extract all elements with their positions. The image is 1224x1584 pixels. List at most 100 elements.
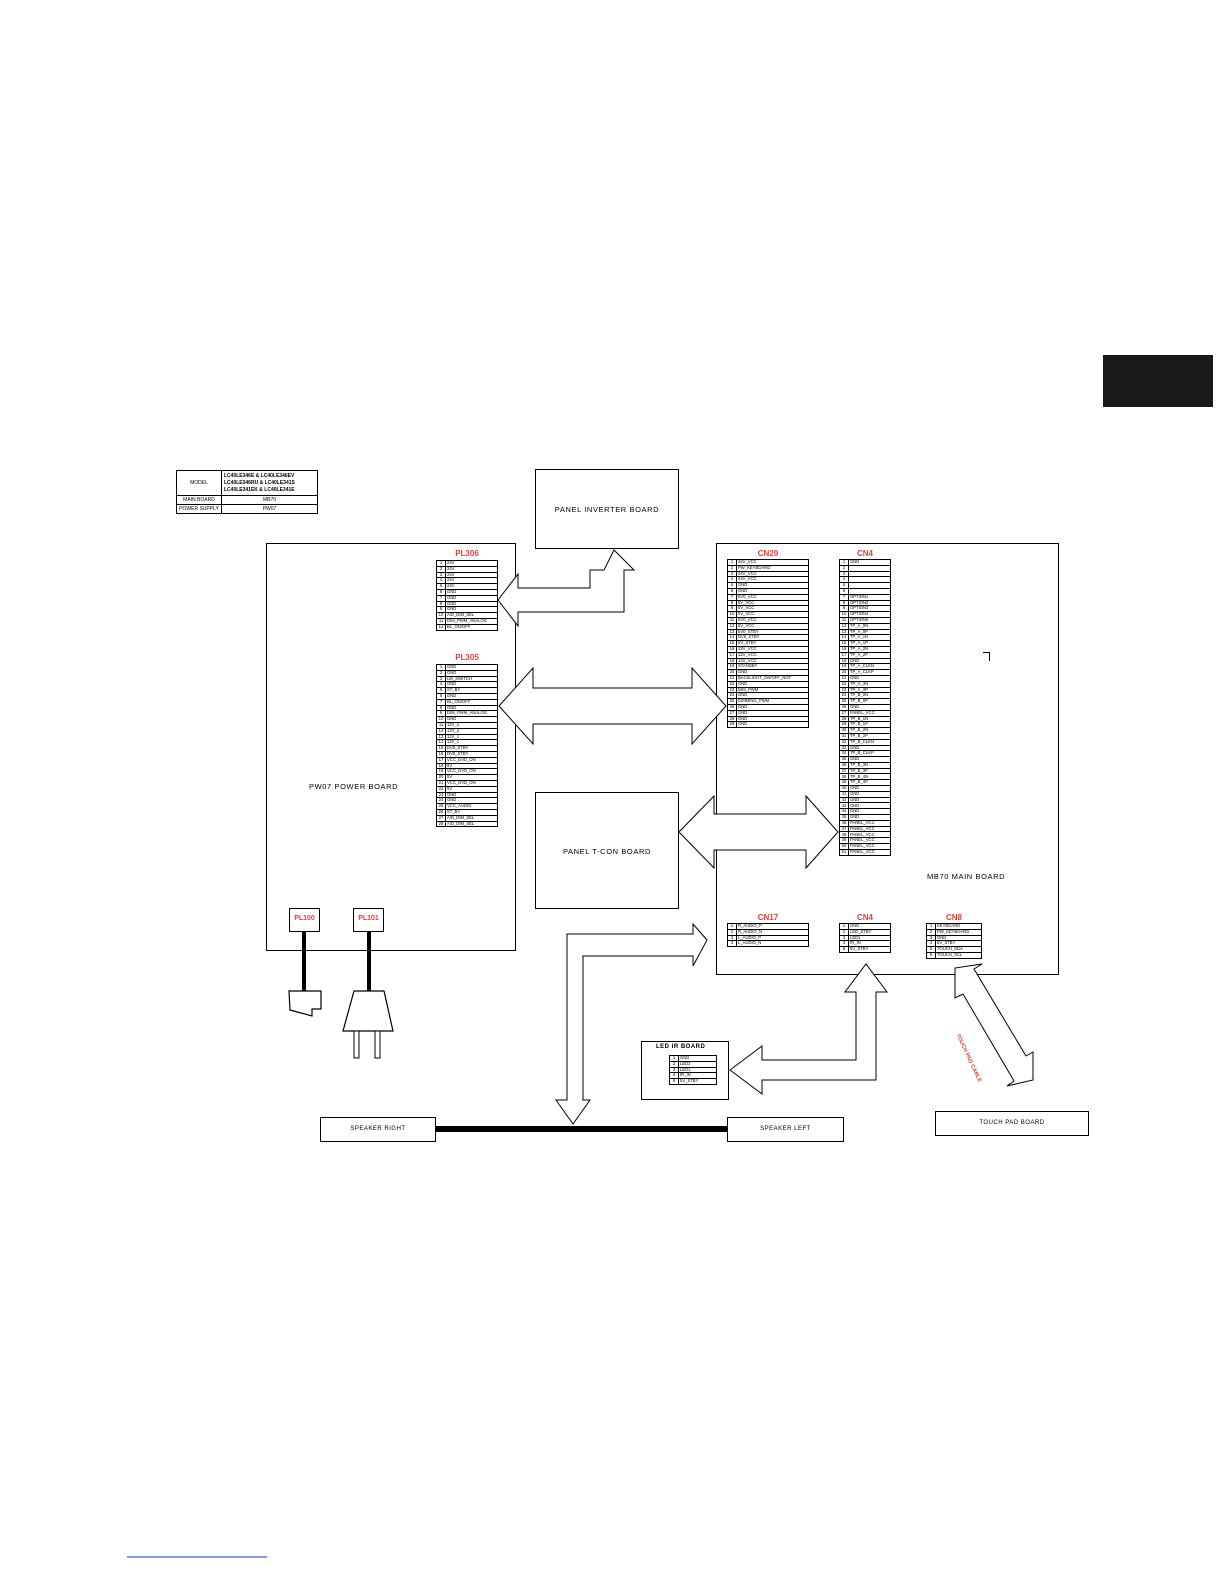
pin-signal: PANEL_VCC xyxy=(848,843,891,850)
pin-row: 5 xyxy=(839,582,891,589)
cn4-bottom-title: CN4 xyxy=(856,913,873,922)
pin-signal: BL_ON/OFF xyxy=(445,623,498,631)
pin-signal: GND xyxy=(736,703,809,711)
pin-signal: GND xyxy=(848,796,891,804)
power-board-label: PW07 POWER BOARD xyxy=(309,782,399,791)
pl101-title: PL101 xyxy=(358,915,379,922)
panel-inverter-board-label: PANEL INVERTER BOARD xyxy=(554,505,660,514)
pin-number: 4 xyxy=(727,940,737,948)
pin-row: 4 xyxy=(839,576,891,584)
pin-signal: GND xyxy=(848,657,891,665)
main-board-label: MB70 MAIN BOARD xyxy=(927,872,1006,881)
pin-signal: VCC_AUDIO xyxy=(445,803,498,810)
pin-signal: GND xyxy=(848,802,891,810)
pin-signal: 24V xyxy=(445,583,498,590)
pin-signal xyxy=(848,588,891,595)
pin-signal: GND xyxy=(736,680,809,688)
pin-signal: TP_B_4P xyxy=(848,779,891,787)
pin-signal: TP_A_0P xyxy=(848,628,891,636)
speaker-right-label: SPEAKER RIGHT xyxy=(350,1126,406,1132)
pin-signal: GND xyxy=(736,709,809,717)
pin-signal: GND xyxy=(445,704,498,712)
pin-signal: TOUCH_SCL xyxy=(935,952,982,959)
pin-number: 5 xyxy=(669,1078,679,1085)
pin-signal: TP_A_CLKP xyxy=(848,669,891,676)
pin-signal: 5V0_STBY xyxy=(736,628,809,636)
pin-signal: A/D_DIM_SEL xyxy=(445,814,498,822)
pin-signal: GND xyxy=(445,664,498,671)
pin-signal: 5V xyxy=(445,774,498,781)
pin-signal: 5V_STBY xyxy=(736,640,809,647)
pin-signal: PANEL_VCC xyxy=(848,825,891,833)
pin-signal: TP_A_3P xyxy=(848,686,891,694)
arrow-pl305-mainboard xyxy=(498,666,727,746)
pin-signal: GND xyxy=(736,715,809,723)
pin-signal: TP_A_3N xyxy=(848,680,891,688)
cn4-top-title: CN4 xyxy=(856,549,873,558)
power-plug-prong-icon xyxy=(353,1030,360,1059)
pl100-connector: PL100 xyxy=(289,908,320,932)
pin-signal: GND xyxy=(445,797,498,805)
pin-signal: STANDBY xyxy=(736,663,809,671)
pin-signal: GND xyxy=(445,606,498,614)
pl100-title: PL100 xyxy=(294,915,315,922)
pin-signal: DIM_PWM xyxy=(736,686,809,694)
pin-signal: LED1 xyxy=(848,934,891,942)
pin-signal: BACKLIGHT_ON/OFF_NOT xyxy=(736,674,809,682)
pin-row: 3 xyxy=(839,570,891,578)
pin-signal: GND xyxy=(445,600,498,608)
pin-signal: TP_B_CLKP xyxy=(848,750,891,758)
pin-signal: TP_B_1N xyxy=(848,715,891,723)
pin-signal xyxy=(848,570,891,578)
pl306-title: PL306 xyxy=(455,549,479,558)
pin-signal: 12V_2 xyxy=(445,727,498,735)
cn8-title: CN8 xyxy=(945,913,962,922)
pin-signal: TP_A_2P xyxy=(848,651,891,659)
pin-signal: OPTION1 xyxy=(848,593,891,601)
